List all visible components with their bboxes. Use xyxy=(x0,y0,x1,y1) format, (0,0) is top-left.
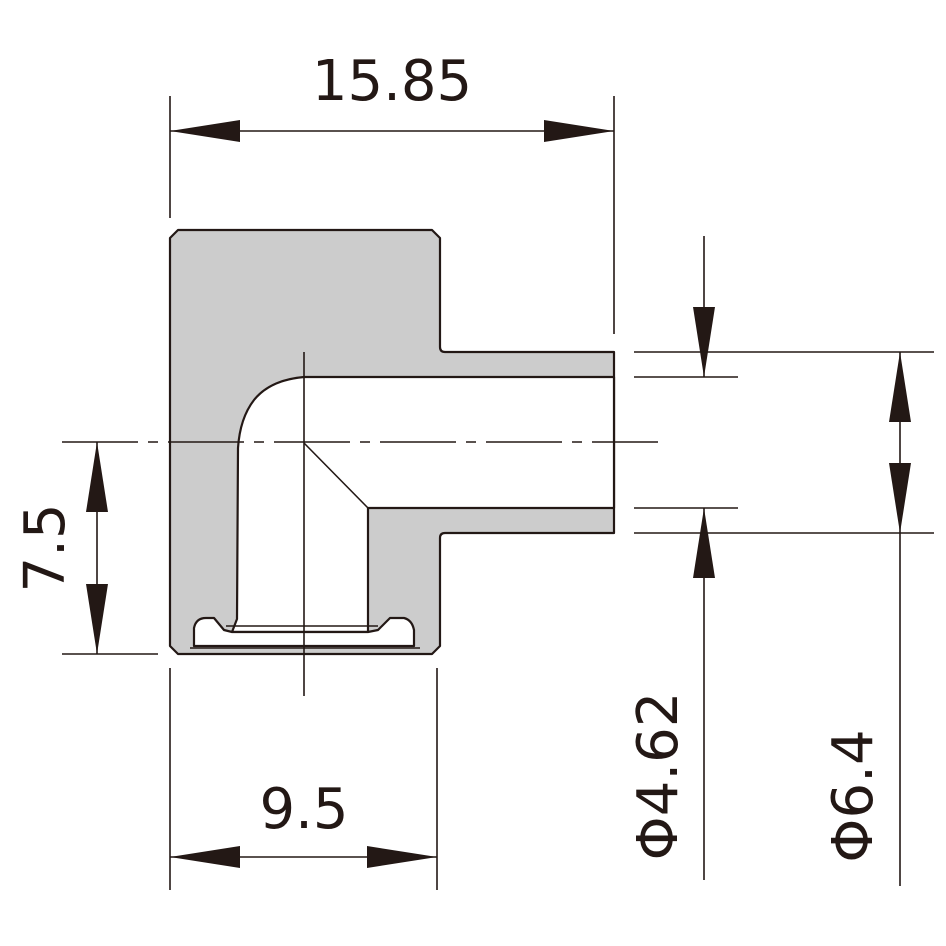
arrow-bottom xyxy=(86,584,108,654)
arrow-bottom xyxy=(693,508,715,578)
arrow-top xyxy=(693,307,715,377)
dim-bottom-width: 9.5 xyxy=(169,668,438,890)
dim-center-height: 7.5 xyxy=(13,442,158,655)
bottom-width-label: 9.5 xyxy=(259,777,348,842)
arrow-right xyxy=(544,120,614,142)
arrow-top xyxy=(86,442,108,512)
center-height-label: 7.5 xyxy=(13,503,78,592)
outer-diameter-label: Φ6.4 xyxy=(821,729,886,862)
overall-width-label: 15.85 xyxy=(312,49,472,114)
arrow-top xyxy=(889,352,911,422)
arrow-left xyxy=(170,120,240,142)
arrow-left xyxy=(170,846,240,868)
dim-outer-diameter: Φ6.4 xyxy=(634,351,934,886)
arrow-bottom xyxy=(889,463,911,533)
dim-overall-width: 15.85 xyxy=(169,49,615,334)
arrow-right xyxy=(367,846,437,868)
inner-diameter-label: Φ4.62 xyxy=(626,692,691,861)
center-lines xyxy=(62,352,658,696)
dim-inner-diameter: Φ4.62 xyxy=(626,236,738,880)
drill-cone-line xyxy=(303,442,369,509)
